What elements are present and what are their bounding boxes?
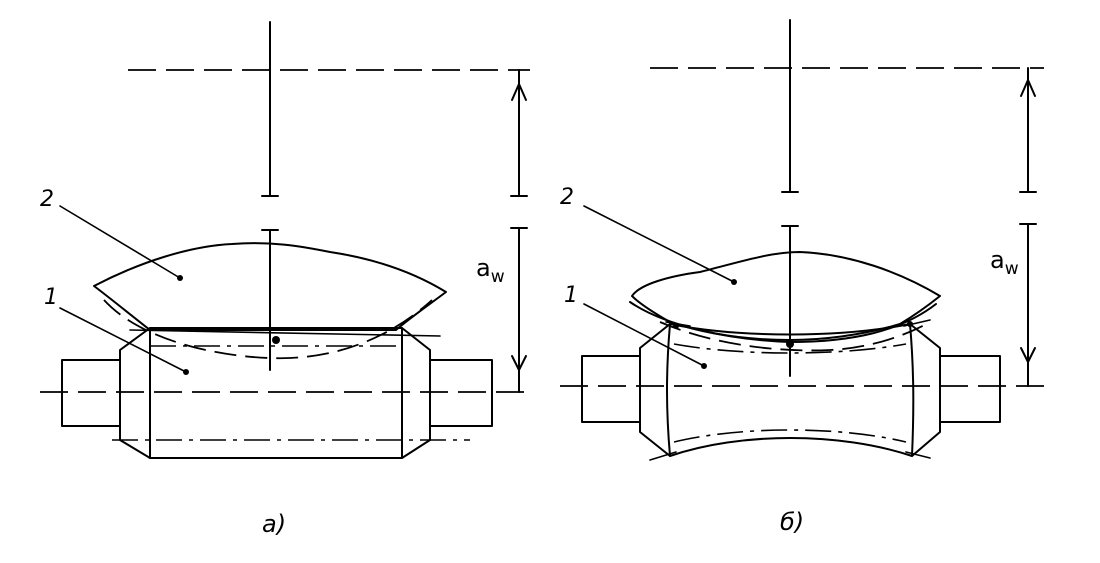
worm-shaft-left	[581, 355, 641, 423]
figure-a: 2 1 aw а)	[40, 21, 530, 538]
wheel-pitch-arc	[103, 299, 433, 360]
contact-point	[786, 340, 794, 348]
label-worm-number: 1	[564, 283, 578, 308]
worm-edge	[666, 323, 671, 457]
dimension-subscript: w	[491, 267, 505, 287]
dimension-subscript: w	[1005, 259, 1019, 279]
edge-point	[907, 321, 913, 327]
figure-b: 2 1 aw б)	[560, 19, 1048, 536]
edge-point	[673, 323, 679, 329]
worm-body	[639, 323, 941, 457]
dimension-arrow-up	[1020, 79, 1036, 97]
leader-line-worm	[59, 307, 187, 373]
dimension-label: aw	[990, 246, 1019, 279]
dimension-main: a	[476, 254, 491, 282]
dimension-arrow-up	[511, 83, 527, 101]
tangent-stub	[905, 451, 931, 459]
tangent-stub	[649, 451, 677, 461]
worm-shaft-right	[429, 359, 493, 427]
dimension-arrow-down	[511, 355, 527, 371]
dimension-label: aw	[476, 254, 505, 287]
worm-body	[119, 327, 431, 459]
worm-edge	[909, 323, 915, 457]
wheel-rim	[629, 301, 937, 343]
leader-line-worm	[583, 303, 705, 367]
label-wheel-number: 2	[40, 187, 54, 212]
caption-a: а)	[262, 510, 286, 538]
leader-line-wheel	[583, 205, 735, 283]
worm-shaft-left	[61, 359, 121, 427]
leader-line-wheel	[59, 205, 181, 279]
worm-shaft-right	[939, 355, 1001, 423]
label-worm-number: 1	[44, 285, 58, 310]
tangent-line	[129, 329, 441, 337]
dimension-main: a	[990, 246, 1005, 274]
caption-b: б)	[780, 508, 804, 536]
wheel-pitch-arc	[659, 321, 931, 352]
worm-root-curve	[673, 429, 907, 443]
contact-point	[272, 336, 280, 344]
label-wheel-number: 2	[560, 185, 574, 210]
dimension-arrow-down	[1020, 347, 1036, 363]
